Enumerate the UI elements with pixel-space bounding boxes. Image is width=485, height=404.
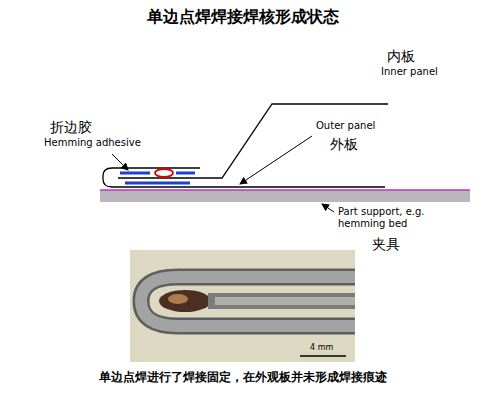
leader-line	[322, 204, 334, 212]
part-name: 折边胶	[50, 119, 92, 135]
part-name: 夹具	[372, 236, 400, 252]
part-name: 内板	[387, 48, 415, 64]
scale-bar	[300, 355, 346, 357]
leader-line	[240, 136, 312, 184]
part-name: Outer panel	[316, 120, 375, 132]
part-name: 外板	[330, 136, 358, 152]
adhesive	[176, 172, 195, 175]
adhesive	[125, 182, 190, 185]
micrograph-inner	[208, 293, 355, 309]
inner-panel	[118, 104, 388, 178]
micrograph-outer	[141, 277, 355, 326]
hemming-bed	[100, 190, 470, 202]
title: 单边点焊焊接焊核形成状态	[0, 8, 485, 26]
adhesive	[120, 172, 150, 175]
micrograph-gap	[159, 290, 211, 312]
caption: 单边点焊进行了焊接固定，在外观板并未形成焊接痕迹	[0, 371, 485, 385]
micrograph-inner	[215, 297, 355, 305]
part-name: Part support, e.g. hemming bed	[338, 206, 458, 229]
bed-edge	[100, 189, 470, 191]
scale-label: 4 mm	[310, 343, 333, 352]
micrograph-outer	[141, 277, 355, 326]
micrograph	[130, 250, 355, 362]
part-name: Inner panel	[381, 66, 438, 78]
part-name: Hemming adhesive	[44, 137, 141, 149]
leader-line	[112, 154, 128, 170]
weld-nugget	[155, 169, 173, 177]
micrograph-gap	[168, 294, 188, 304]
